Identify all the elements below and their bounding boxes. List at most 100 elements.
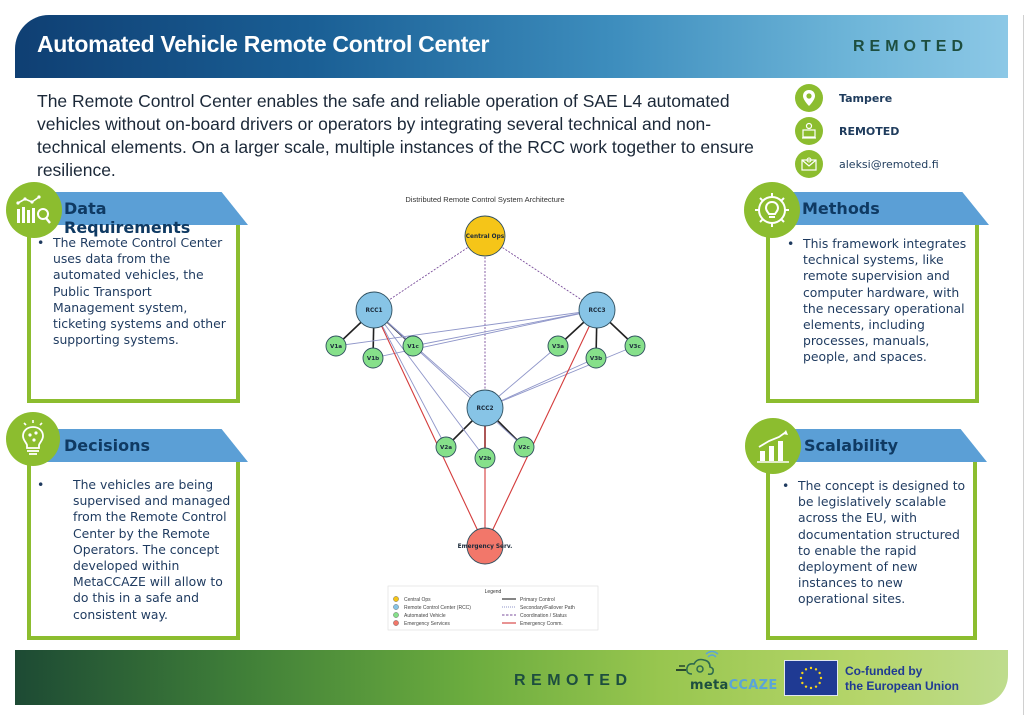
eu-star bbox=[818, 671, 821, 675]
architecture-diagram-svg: Distributed Remote Control System Archit… bbox=[325, 195, 646, 631]
email-icon bbox=[795, 150, 823, 178]
edge-secondary-rcc1-v2a bbox=[373, 309, 447, 448]
edge-emergency-rcc3-emergency bbox=[484, 309, 598, 547]
meta-logo-prefix: meta bbox=[690, 678, 729, 693]
node-v3c: V3c bbox=[624, 335, 646, 357]
legend-label-primary: Primary Control bbox=[520, 597, 555, 603]
card-body-text: The Remote Control Center uses data from… bbox=[53, 235, 226, 348]
card-title: Decisions bbox=[64, 436, 151, 455]
contact-email[interactable]: aleksi@remoted.fi bbox=[795, 150, 1005, 178]
node-v2a: V2a bbox=[435, 436, 457, 458]
eu-star bbox=[801, 671, 804, 675]
node-circle-v2b bbox=[474, 447, 496, 469]
node-label-v2b: V2b bbox=[479, 456, 491, 462]
header-banner: Automated Vehicle Remote Control Center … bbox=[15, 15, 1008, 78]
eu-star bbox=[804, 685, 808, 688]
chart-search-icon bbox=[6, 182, 62, 238]
node-central: Central Ops bbox=[464, 215, 506, 257]
node-circle-rcc1 bbox=[355, 291, 393, 329]
eu-funding-line1: Co-funded by bbox=[845, 664, 923, 678]
legend-swatch-emergency bbox=[393, 620, 399, 626]
legend-label-central: Central Ops bbox=[404, 597, 431, 603]
eu-star bbox=[809, 666, 813, 670]
node-circle-v3b bbox=[585, 347, 607, 369]
card-frame bbox=[766, 462, 977, 640]
eu-star bbox=[814, 668, 818, 671]
header-brand-logo: REMOTED bbox=[853, 38, 968, 55]
node-label-v3c: V3c bbox=[629, 344, 641, 350]
node-label-v3b: V3b bbox=[590, 356, 602, 362]
node-label-emergency: Emergency Serv. bbox=[458, 544, 513, 550]
eu-star bbox=[814, 685, 818, 688]
edge-secondary-rcc1-rcc2 bbox=[373, 309, 486, 409]
contact-location-text: Tampere bbox=[839, 91, 893, 105]
card-body-text: The concept is designed to be legislativ… bbox=[798, 478, 966, 607]
growth-bars-icon bbox=[745, 418, 801, 474]
node-circle-v1b bbox=[362, 347, 384, 369]
node-circle-v1c bbox=[402, 335, 424, 357]
operator-workstation-icon bbox=[795, 117, 823, 145]
card-title: Data Requirements bbox=[64, 199, 191, 237]
legend-title: Legend bbox=[485, 589, 502, 595]
node-label-v3a: V3a bbox=[552, 344, 564, 350]
node-circle-rcc2 bbox=[466, 389, 504, 427]
node-circle-v3c bbox=[624, 335, 646, 357]
card-frame bbox=[27, 225, 240, 403]
card-header-tab bbox=[28, 192, 248, 225]
card-title: Methods bbox=[802, 199, 880, 218]
legend-swatch-central bbox=[393, 596, 399, 602]
legend-swatch-vehicle bbox=[393, 612, 399, 618]
node-v1b: V1b bbox=[362, 347, 384, 369]
footer-brand-logo: REMOTED bbox=[514, 672, 633, 689]
node-label-v2a: V2a bbox=[440, 445, 452, 451]
node-v3b: V3b bbox=[585, 347, 607, 369]
node-circle-emergency bbox=[466, 527, 504, 565]
location-pin-icon bbox=[795, 84, 823, 112]
lightbulb-icon bbox=[6, 412, 60, 466]
card-frame bbox=[766, 225, 979, 403]
legend-label-emergency: Emergency Comm. bbox=[520, 621, 563, 627]
bullet-icon: • bbox=[782, 478, 790, 493]
cloud-plug-icon bbox=[676, 650, 719, 676]
node-circle-rcc3 bbox=[578, 291, 616, 329]
eu-star bbox=[818, 681, 821, 685]
card-body: • The concept is designed to be legislat… bbox=[782, 478, 973, 608]
card-frame bbox=[27, 462, 240, 640]
meta-logo-suffix: CCAZE bbox=[728, 678, 778, 693]
card-body-text: This framework integrates technical syst… bbox=[803, 236, 967, 365]
card-body: • The vehicles are being supervised and … bbox=[37, 477, 233, 623]
edge-secondary-rcc3-v1c bbox=[412, 309, 598, 347]
card-header-tab bbox=[767, 429, 987, 462]
node-v3a: V3a bbox=[547, 335, 569, 357]
node-emergency: Emergency Serv. bbox=[458, 527, 513, 565]
node-v1c: V1c bbox=[402, 335, 424, 357]
node-label-v1a: V1a bbox=[330, 344, 342, 350]
node-label-rcc3: RCC3 bbox=[588, 308, 605, 314]
eu-flag-icon bbox=[784, 660, 838, 696]
eu-star bbox=[799, 676, 803, 680]
card-body: • This framework integrates technical sy… bbox=[787, 236, 975, 366]
edge-secondary-rcc2-v3b bbox=[484, 357, 597, 409]
eu-funding-line2: the European Union bbox=[845, 679, 959, 693]
contact-organization: REMOTED bbox=[795, 117, 1005, 145]
metaccaze-wordmark: metaCCAZE bbox=[690, 678, 778, 693]
node-label-v2c: V2c bbox=[518, 445, 530, 451]
edge-secondary-rcc1-v2b bbox=[373, 309, 486, 459]
node-circle-v1a bbox=[325, 335, 347, 357]
contact-email-link[interactable]: aleksi@remoted.fi bbox=[839, 157, 939, 171]
node-label-rcc1: RCC1 bbox=[365, 308, 382, 314]
node-label-central: Central Ops bbox=[466, 234, 505, 240]
legend-box bbox=[387, 585, 599, 631]
edge-secondary-rcc1-v2c bbox=[373, 309, 525, 448]
diagram-title: Distributed Remote Control System Archit… bbox=[405, 195, 564, 204]
node-v2c: V2c bbox=[513, 436, 535, 458]
bullet-icon: • bbox=[37, 477, 45, 492]
legend-label-coordination: Coordination / Status bbox=[520, 613, 567, 619]
gear-lightbulb-icon bbox=[744, 182, 800, 238]
node-rcc2: RCC2 bbox=[466, 389, 504, 427]
contact-organization-text: REMOTED bbox=[839, 124, 900, 138]
edge-coordination-central-rcc3 bbox=[484, 235, 598, 311]
node-label-v1b: V1b bbox=[367, 356, 379, 362]
node-v2b: V2b bbox=[474, 447, 496, 469]
